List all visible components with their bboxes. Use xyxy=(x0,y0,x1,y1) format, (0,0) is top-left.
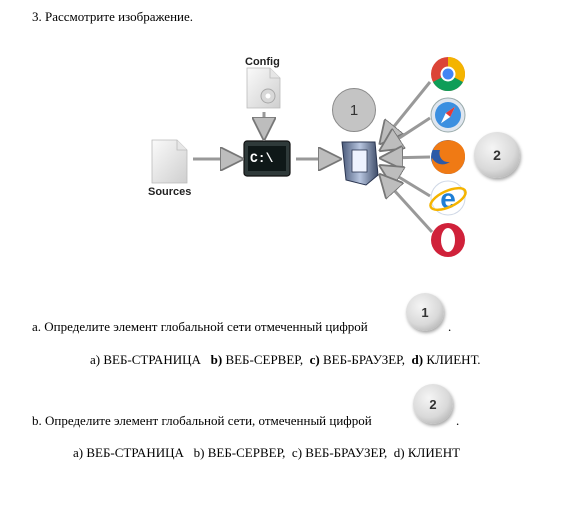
question-b-badge: 2 xyxy=(413,384,453,424)
option-a-d: КЛИЕНТ. xyxy=(423,352,481,367)
option-a-c-letter: c) xyxy=(309,352,320,367)
question-a-badge: 1 xyxy=(406,293,444,331)
chrome-icon xyxy=(431,57,465,91)
option-a-a: a) ВЕБ-СТРАНИЦА xyxy=(90,352,201,367)
terminal-text: C:\ xyxy=(250,151,274,166)
question-b-tail: . xyxy=(456,413,460,428)
option-b-c: c) ВЕБ-БРАУЗЕР, xyxy=(291,445,388,460)
question-a-text: a. Определите элемент глобальной сети от… xyxy=(32,319,368,334)
firefox-icon xyxy=(431,140,466,174)
option-a-b-letter: b) xyxy=(210,352,223,367)
config-label: Config xyxy=(245,56,280,68)
option-b-d: d) КЛИЕНТ xyxy=(393,445,461,460)
option-b-a: a) ВЕБ-СТРАНИЦА xyxy=(73,445,184,460)
option-b-b: b) ВЕБ-СЕРВЕР, xyxy=(193,445,286,460)
terminal-icon xyxy=(243,140,291,177)
option-a-c: ВЕБ-БРАУЗЕР, xyxy=(319,352,406,367)
internet-explorer-icon: e xyxy=(429,180,467,216)
question-a-tail: . xyxy=(448,319,452,334)
question-a-options: a) ВЕБ-СТРАНИЦА b) ВЕБ-СЕРВЕР, c) ВЕБ-БР… xyxy=(90,352,480,368)
arrows xyxy=(193,81,434,234)
opera-icon xyxy=(431,223,465,257)
option-a-d-letter: d) xyxy=(411,352,424,367)
config-document-icon xyxy=(246,67,281,109)
sources-document-icon xyxy=(151,139,188,184)
sources-label: Sources xyxy=(148,186,192,198)
marker-1: 1 xyxy=(332,88,376,132)
question-title: 3. Рассмотрите изображение. xyxy=(32,9,194,24)
option-a-b: ВЕБ-СЕРВЕР, xyxy=(222,352,304,367)
safari-icon xyxy=(430,97,466,133)
network-diagram: e Config Sources C:\ 1 2 xyxy=(148,56,520,257)
question-b-options: a) ВЕБ-СТРАНИЦА b) ВЕБ-СЕРВЕР, c) ВЕБ-БР… xyxy=(73,445,460,461)
question-b-text: b. Определите элемент глобальной сети, о… xyxy=(32,413,372,428)
diagram-graphics: e xyxy=(151,57,467,257)
server-icon xyxy=(341,141,379,186)
marker-2: 2 xyxy=(474,132,520,178)
